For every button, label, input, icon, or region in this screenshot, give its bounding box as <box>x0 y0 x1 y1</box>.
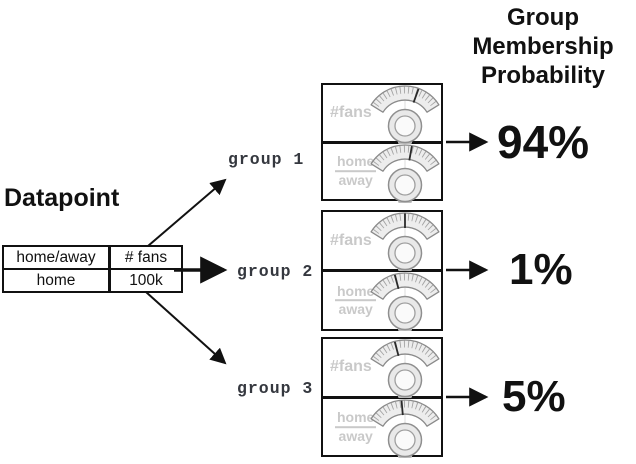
dial-needle <box>408 145 413 161</box>
dial-needle <box>412 88 420 103</box>
fans-label: #fans <box>330 358 372 376</box>
group-3-home-away-cell: home away <box>323 398 441 458</box>
dial-knob-center <box>394 428 416 451</box>
dial-knob-center <box>394 173 416 196</box>
fans-dial <box>370 339 440 398</box>
group-2-home-away-cell: home away <box>323 272 441 331</box>
home-away-dial <box>370 272 440 331</box>
fans-dial <box>370 85 440 144</box>
home-away-label: home away <box>335 153 377 189</box>
dial-needle <box>400 400 404 415</box>
table-value-row: home 100k <box>2 268 183 293</box>
home-away-dial <box>370 398 440 458</box>
group-3-box: #fans home away <box>321 337 443 458</box>
dial-knob-center <box>394 115 416 137</box>
group-2-label: group 2 <box>237 262 314 281</box>
group-membership-probability-title: Group Membership Probability <box>472 4 614 89</box>
group-1-home-away-cell: home away <box>323 143 441 203</box>
group-3-label: group 3 <box>237 379 314 398</box>
dial-knob-center <box>394 369 416 391</box>
datapoint-table: home/away # fans home 100k <box>2 245 183 293</box>
arrow-to-group-1 <box>147 178 227 247</box>
home-away-label: home away <box>335 282 377 318</box>
group-1-fans-cell: #fans <box>323 85 441 144</box>
arrow-to-group-3 <box>145 291 227 365</box>
fans-dial <box>370 212 440 271</box>
header-num-fans: # fans <box>108 245 183 270</box>
dial-knob-center <box>394 302 416 324</box>
group-2-box: #fans home away <box>321 210 443 331</box>
dial-knob-center <box>394 242 416 264</box>
fans-label: #fans <box>330 231 372 249</box>
table-header-row: home/away # fans <box>2 245 183 270</box>
group-3-fans-cell: #fans <box>323 339 441 399</box>
probability-value-group-2: 1% <box>509 245 573 294</box>
probability-value-group-3: 5% <box>502 372 566 421</box>
group-1-label: group 1 <box>228 150 305 169</box>
probability-value-group-1: 94% <box>497 116 590 168</box>
dial-needle <box>393 274 400 290</box>
home-away-dial <box>370 143 440 203</box>
group-1-box: #fans home away <box>321 83 443 203</box>
value-fans: 100k <box>108 268 183 293</box>
home-away-label: home away <box>335 408 377 444</box>
group-2-fans-cell: #fans <box>323 212 441 272</box>
header-home-away: home/away <box>2 245 111 270</box>
dial-needle <box>393 341 400 357</box>
fans-label: #fans <box>330 103 372 121</box>
value-home: home <box>2 268 111 293</box>
datapoint-heading: Datapoint <box>4 184 120 212</box>
